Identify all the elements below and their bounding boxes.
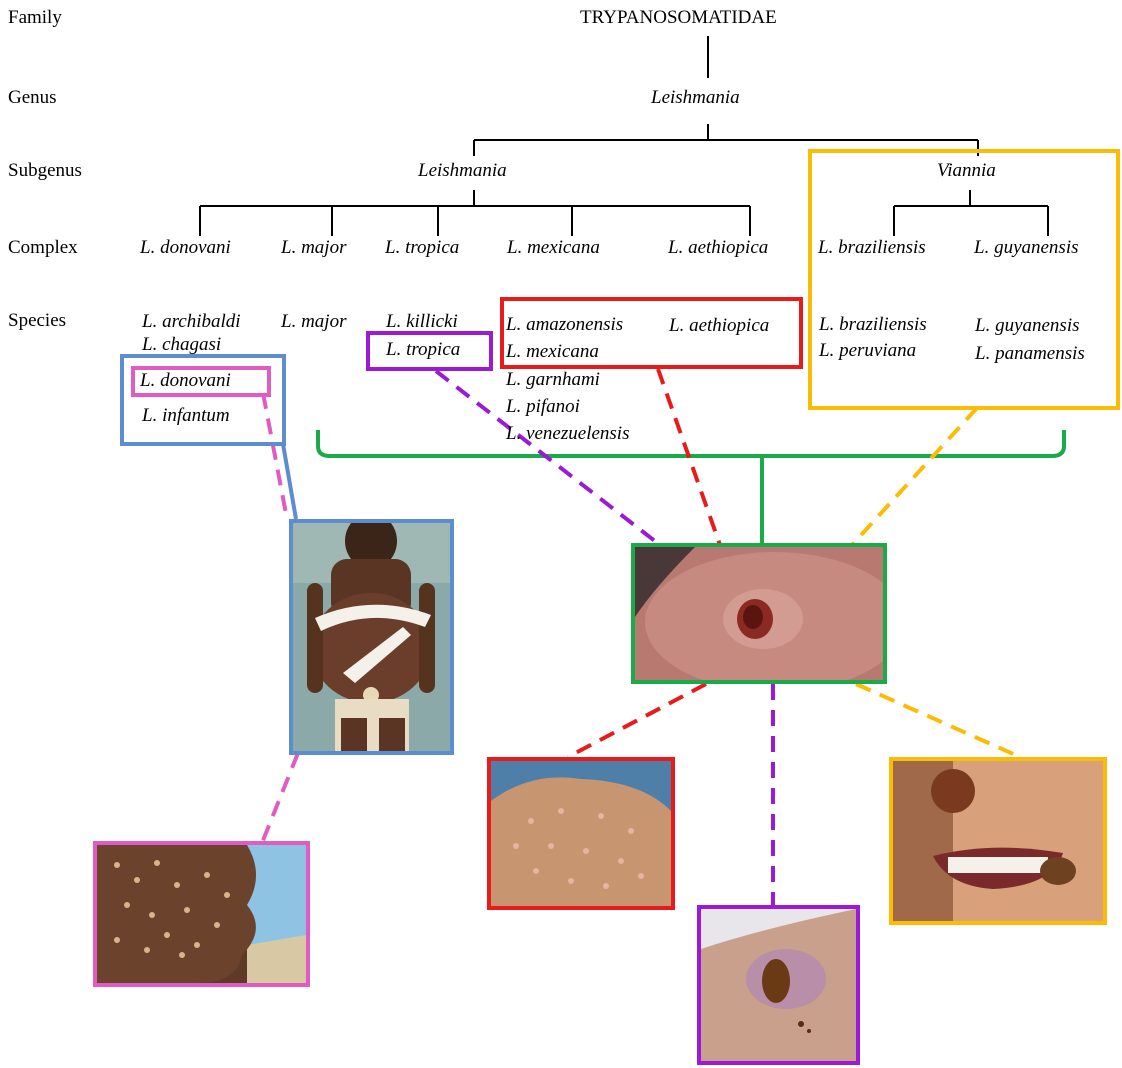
subgenus-leishmania: Leishmania <box>418 160 507 182</box>
mucocutaneous-photo <box>889 757 1107 925</box>
species-major: L. major <box>281 311 346 333</box>
taxonomy-tree-lines <box>200 36 1048 236</box>
diffuse-cutaneous-photo <box>487 757 675 910</box>
species-infantum: L. infantum <box>142 405 230 427</box>
species-amazonensis: L. amazonensis <box>506 314 623 336</box>
species-braziliensis: L. braziliensis <box>819 314 927 336</box>
tropica-lesion-photo <box>697 905 860 1065</box>
pkdl-connector-lower <box>262 753 298 843</box>
complex-donovani: L. donovani <box>140 237 231 259</box>
complex-aethiopica: L. aethiopica <box>668 237 768 259</box>
viannia-highlight-box <box>810 151 1118 408</box>
rank-subgenus-label: Subgenus <box>8 160 82 182</box>
complex-braziliensis: L. braziliensis <box>818 237 926 259</box>
species-mexicana: L. mexicana <box>506 341 599 363</box>
rank-complex-label: Complex <box>8 237 78 259</box>
species-tropica: L. tropica <box>386 339 460 361</box>
family-name: TRYPANOSOMATIDAE <box>580 7 777 29</box>
species-killicki: L. killicki <box>386 311 458 333</box>
visceral-leishmaniasis-photo <box>289 519 454 755</box>
mexicana-connector-lower <box>568 684 706 757</box>
species-venezuelensis: L. venezuelensis <box>506 423 629 445</box>
species-aethiopica: L. aethiopica <box>669 315 769 337</box>
species-peruviana: L. peruviana <box>819 340 916 362</box>
species-chagasi: L. chagasi <box>142 334 221 356</box>
rank-family-label: Family <box>8 7 62 29</box>
species-garnhami: L. garnhami <box>506 369 600 391</box>
complex-major: L. major <box>281 237 346 259</box>
complex-guyanensis: L. guyanensis <box>974 237 1079 259</box>
species-guyanensis: L. guyanensis <box>975 315 1080 337</box>
subgenus-viannia: Viannia <box>937 160 996 182</box>
complex-tropica: L. tropica <box>385 237 459 259</box>
viannia-connector-upper <box>852 408 977 545</box>
species-archibaldi: L. archibaldi <box>142 311 241 333</box>
species-panamensis: L. panamensis <box>975 343 1085 365</box>
rank-genus-label: Genus <box>8 87 57 109</box>
complex-mexicana: L. mexicana <box>507 237 600 259</box>
cutaneous-leishmaniasis-photo <box>631 543 887 684</box>
species-pifanoi: L. pifanoi <box>506 396 580 418</box>
viannia-connector-lower <box>856 684 1020 757</box>
species-donovani: L. donovani <box>140 370 231 392</box>
rank-species-label: Species <box>8 310 66 332</box>
genus-name: Leishmania <box>651 87 740 109</box>
post-kala-azar-dermal-photo <box>93 841 310 987</box>
